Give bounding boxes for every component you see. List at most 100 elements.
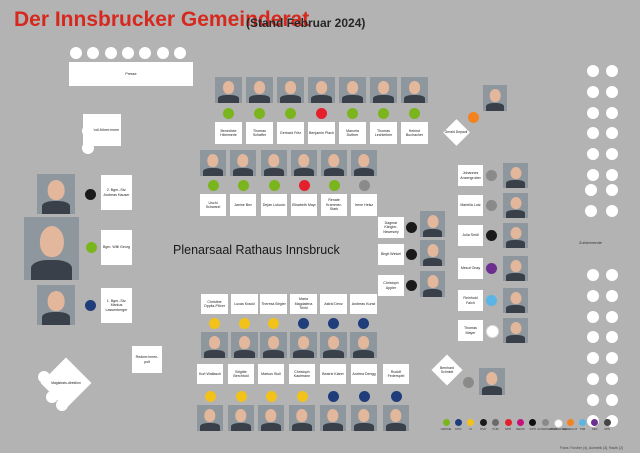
party-dot (84, 299, 96, 311)
member-photo (246, 77, 273, 103)
face-shape (47, 290, 65, 311)
name-card: Brigitte Berchtold (228, 364, 254, 384)
face-shape (510, 166, 521, 179)
body-shape (200, 422, 220, 431)
audience-seat (606, 269, 618, 281)
member-photo (503, 223, 528, 248)
legend-label: GRÜNE (440, 427, 452, 431)
member-photo (420, 271, 445, 297)
party-dot (298, 179, 310, 191)
legend-label: ALTERNATIVE (537, 427, 558, 431)
face-shape (265, 408, 277, 422)
face-shape (235, 408, 247, 422)
party-dot (462, 376, 474, 388)
party-dot (265, 390, 277, 402)
body-shape (231, 422, 251, 431)
audience-seat (587, 269, 599, 281)
legend-dot (566, 419, 574, 426)
audience-seat (587, 290, 599, 302)
party-dot (390, 390, 402, 402)
member-photo (197, 405, 223, 431)
face-shape (315, 80, 328, 94)
audience-seat (606, 107, 618, 119)
body-shape (373, 94, 394, 103)
body-shape (249, 94, 270, 103)
audience-seat (587, 86, 599, 98)
name-card: Astrid Denz (320, 294, 347, 314)
audience-seat (606, 331, 618, 343)
legend-dot (479, 419, 487, 426)
name-card: Thomas Schaffer (246, 122, 273, 144)
member-photo (503, 193, 528, 218)
party-dot (239, 317, 250, 329)
name-card: Theresa Birgler (260, 294, 287, 314)
legend-dot (504, 419, 512, 426)
photo-credit: Fotos: Forcher (4), Auhmbik (3), Rauth (… (560, 446, 624, 450)
body-shape (41, 312, 71, 325)
face-shape (510, 226, 521, 239)
party-dot (204, 390, 216, 402)
audience-seat (587, 107, 599, 119)
name-card: Uschi Schwarzl (200, 194, 226, 216)
audience-seat (606, 127, 618, 139)
member-photo (260, 332, 287, 358)
body-shape (218, 94, 239, 103)
member-photo (320, 405, 346, 431)
member-photo (291, 150, 317, 176)
party-dot (327, 390, 339, 402)
audience-seat (606, 205, 618, 217)
body-shape (423, 288, 442, 297)
audience-label: Zuhörerende (579, 240, 602, 245)
body-shape (485, 102, 505, 111)
name-card: Julia Seidl (458, 225, 483, 246)
face-shape (268, 153, 280, 167)
name-card: Maria Magdalena Trinkl (290, 294, 317, 314)
legend-dot (603, 419, 611, 426)
name-card: Markus Stoll (258, 364, 284, 384)
legend-label: FPÖ (455, 427, 462, 431)
legend-dot (541, 419, 549, 426)
body-shape (311, 94, 332, 103)
name-card: Lucas Krackl (231, 294, 258, 314)
name-card: Renate Krammer-Stark (321, 194, 347, 216)
body-shape (203, 167, 223, 176)
audience-seat (587, 352, 599, 364)
body-shape (263, 349, 284, 358)
party-dot (358, 317, 369, 329)
party-dot (405, 249, 417, 260)
party-dot (84, 188, 96, 200)
legend-dot (516, 419, 524, 426)
body-shape (423, 228, 442, 237)
body-shape (354, 422, 374, 431)
legend-label: KPÖ (529, 427, 536, 431)
body-shape (506, 335, 525, 343)
audience-seat (585, 184, 597, 196)
hall-label: Plenarsaal Rathaus Innsbruck (173, 243, 340, 257)
body-shape (293, 349, 314, 358)
face-shape (427, 243, 438, 257)
name-card: Rudolf Federspiel (383, 364, 409, 384)
name-card: Christoph Kaufmann (289, 364, 315, 384)
legend-label: PARTEIFREI (549, 427, 567, 431)
audience-seat (587, 311, 599, 323)
press-seat (121, 47, 134, 59)
press-box: Presse (69, 62, 193, 86)
legend-dot (442, 419, 450, 426)
member-photo (420, 240, 445, 266)
member-photo (277, 77, 304, 103)
audience-seat (606, 184, 618, 196)
face-shape (207, 153, 219, 167)
face-shape (510, 321, 521, 334)
party-dot (485, 325, 499, 338)
face-shape (328, 153, 340, 167)
party-dot (485, 200, 497, 211)
party-dot (358, 390, 370, 402)
face-shape (39, 225, 64, 258)
body-shape (423, 257, 442, 266)
face-shape (204, 408, 216, 422)
member-photo (258, 405, 284, 431)
body-shape (30, 259, 73, 280)
face-shape (357, 335, 370, 349)
body-shape (204, 349, 225, 358)
body-shape (280, 94, 301, 103)
